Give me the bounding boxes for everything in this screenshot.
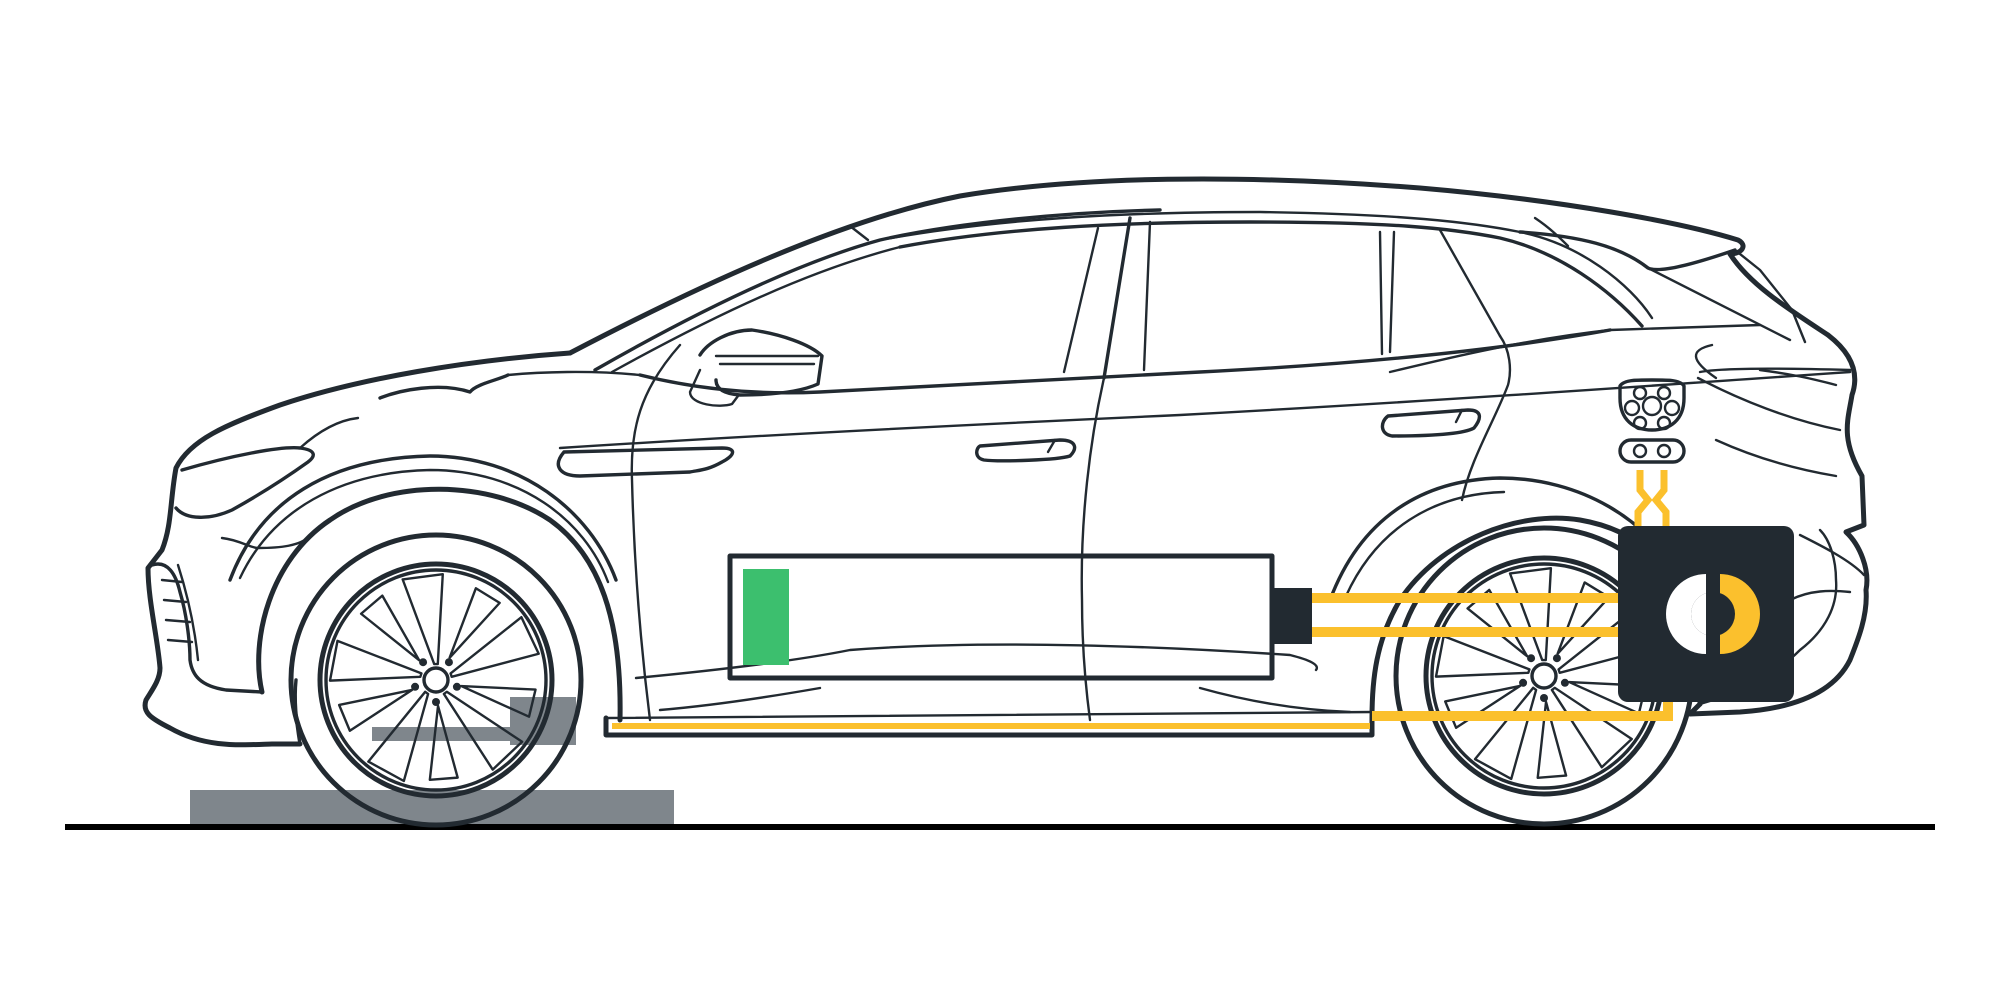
front-wheel-lug-nut-2 <box>452 682 461 691</box>
rear-wheel-spoke-4 <box>1473 686 1538 781</box>
battery-outline <box>727 553 1275 681</box>
rear-wheel-lug-nut-4 <box>1519 678 1528 687</box>
rear-wheel-spoke-3 <box>1550 686 1633 769</box>
charge-port-icon <box>1618 378 1686 464</box>
front-wheel-spoke-window-1 <box>448 587 501 660</box>
front-wheel-spoke-2 <box>449 615 540 678</box>
rear-wheel-lug-nut-5 <box>1527 654 1536 663</box>
front-wheel-spokes <box>328 573 540 783</box>
wallbox-logo-right <box>1720 574 1760 654</box>
wallbox-logo-icon <box>1666 574 1760 654</box>
rear-wheel-lug-nut-3 <box>1540 694 1548 702</box>
rear-wheel-lug-nut-1 <box>1552 654 1561 663</box>
rear-wheel-spoke-window-3 <box>1536 700 1568 780</box>
battery-level-fill <box>743 569 789 665</box>
charging-cable-path <box>612 470 1673 729</box>
front-wheel-spoke-window-2 <box>460 684 537 718</box>
front-wheel-spoke-3 <box>442 690 524 771</box>
ground-pad-bar <box>372 727 576 741</box>
front-wheel-lug-nut-1 <box>444 658 453 667</box>
front-wheel-spoke-window-4 <box>337 688 414 732</box>
battery-pack <box>727 553 1312 681</box>
rear-wheel-lug-nut-2 <box>1560 678 1569 687</box>
front-wheel-spoke-4 <box>367 690 430 783</box>
rear-wheel-spoke-window-4 <box>1444 684 1522 729</box>
wallbox-logo-left <box>1666 574 1706 654</box>
front-wheel-spoke-window-3 <box>428 704 459 782</box>
cable-port-b <box>1651 470 1670 528</box>
front-wheel-lug-nut-3 <box>432 698 440 706</box>
rear-wheel-spoke-5 <box>1434 634 1531 678</box>
battery-terminal <box>1272 588 1312 644</box>
front-wheel-spoke-5 <box>328 639 423 682</box>
cable-port-a <box>1634 470 1653 528</box>
front-wheel <box>228 454 623 828</box>
front-wheel-spoke-1 <box>401 573 444 666</box>
car-body <box>142 176 1870 748</box>
wallbox-logo-gap <box>1706 574 1720 654</box>
wallbox-icon <box>1618 526 1794 702</box>
rear-wheel-spoke-window-1 <box>1556 581 1611 656</box>
front-wheel-lug-nut-5 <box>419 658 428 667</box>
front-wheel-lug-nut-4 <box>411 682 420 691</box>
front-wheel-spoke-window-5 <box>359 594 421 662</box>
